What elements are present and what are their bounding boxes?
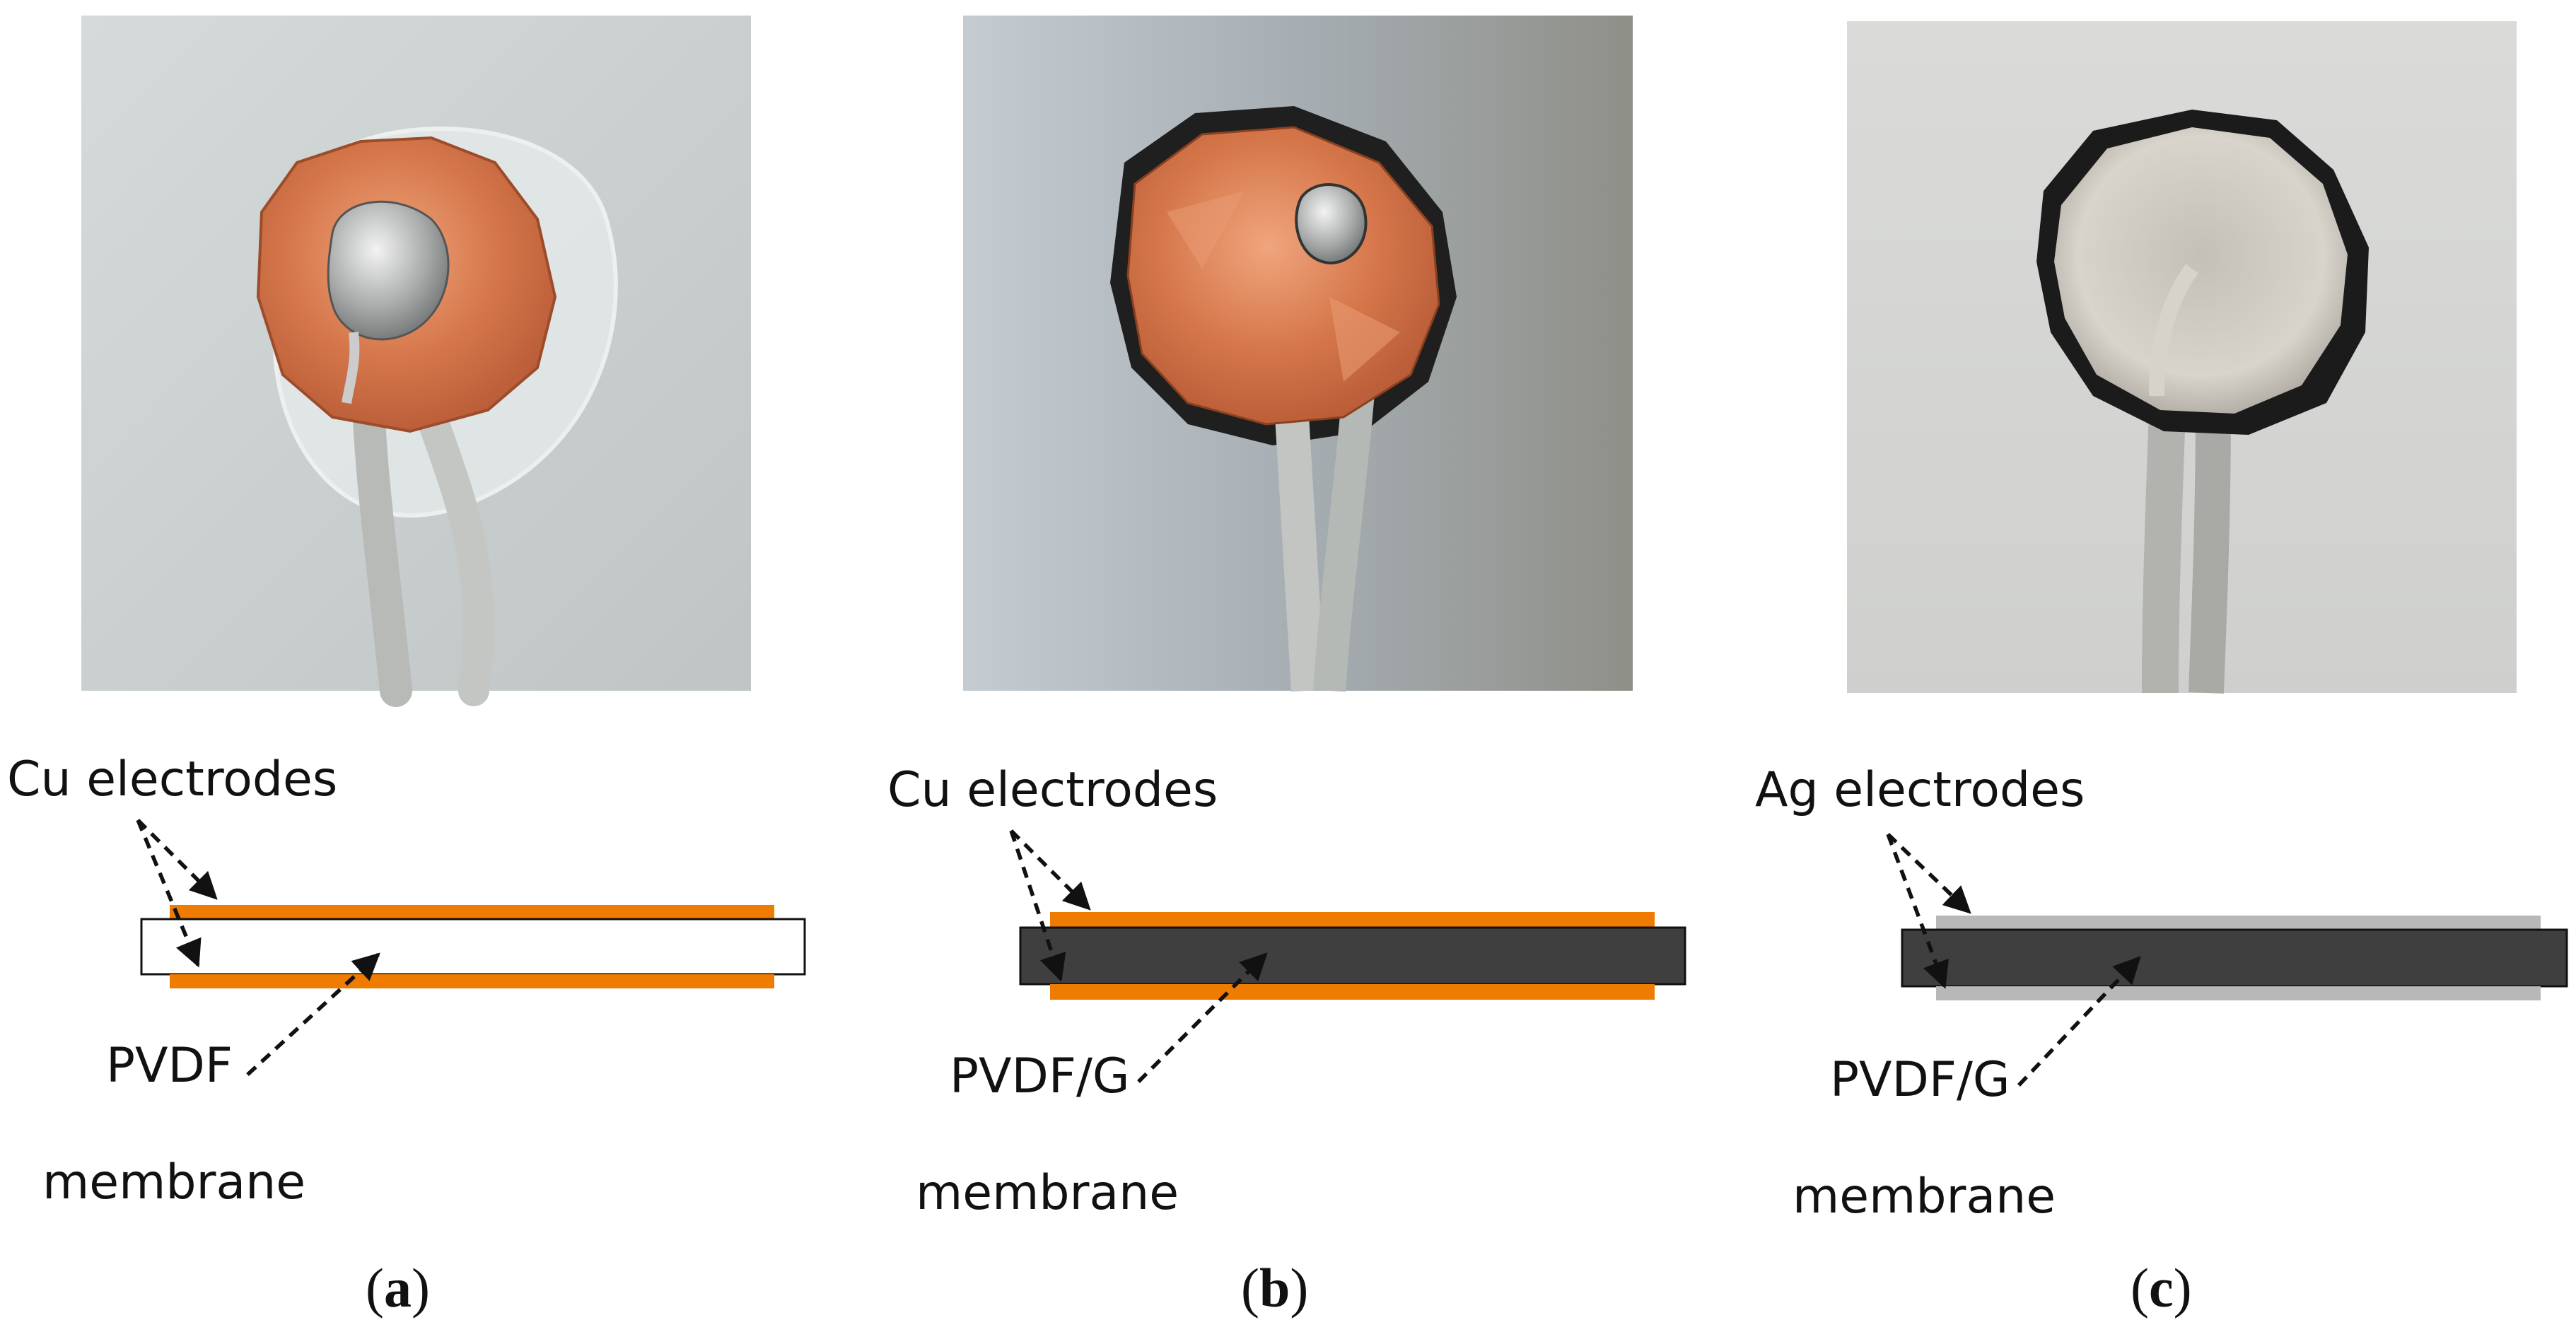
arrow-material-c bbox=[2017, 956, 2141, 1087]
arrow-electrode-bottom-c bbox=[1886, 834, 1949, 989]
schematic-c bbox=[1901, 916, 2568, 1000]
top-electrode-b bbox=[1050, 912, 1655, 928]
panel-a: Cu electrodes PVDF membrane (a) bbox=[7, 16, 806, 1319]
photo-c bbox=[1847, 21, 2517, 694]
photo-b bbox=[963, 16, 1633, 692]
arrow-electrode-top-c bbox=[1887, 833, 1971, 914]
arrow-material-b bbox=[1137, 952, 1268, 1083]
membrane-label-b: membrane bbox=[916, 1165, 1179, 1221]
material-label-c: PVDF/G bbox=[1830, 1052, 2010, 1108]
bottom-electrode-b bbox=[1050, 984, 1655, 1000]
membrane-label-a: membrane bbox=[42, 1155, 305, 1210]
membrane-layer-a bbox=[140, 918, 806, 976]
panel-c: Ag electrodes PVDF/G membrane (c) bbox=[1755, 21, 2568, 1319]
arrow-electrode-bottom-b bbox=[1009, 830, 1066, 982]
top-electrode-c bbox=[1936, 916, 2541, 930]
bottom-electrode-c bbox=[1936, 986, 2541, 1000]
arrow-electrode-bottom-a bbox=[136, 819, 202, 968]
material-label-b: PVDF/G bbox=[950, 1048, 1130, 1104]
caption-a: (a) bbox=[366, 1257, 430, 1319]
schematic-a bbox=[140, 905, 806, 988]
arrow-material-a bbox=[246, 952, 380, 1077]
electrodes-label-c: Ag electrodes bbox=[1755, 762, 2085, 818]
electrodes-label-a: Cu electrodes bbox=[7, 752, 337, 807]
arrow-electrode-top-a bbox=[136, 819, 218, 900]
top-electrode-a bbox=[170, 905, 774, 919]
material-label-a: PVDF bbox=[106, 1038, 233, 1094]
schematic-b bbox=[1019, 912, 1686, 1000]
caption-b: (b) bbox=[1241, 1257, 1308, 1319]
photo-a bbox=[81, 16, 751, 707]
electrodes-label-b: Cu electrodes bbox=[887, 762, 1218, 818]
caption-c: (c) bbox=[2131, 1257, 2192, 1319]
bottom-electrode-a bbox=[170, 974, 774, 988]
membrane-layer-b bbox=[1019, 926, 1686, 986]
panel-b: Cu electrodes PVDF/G membrane (b) bbox=[887, 16, 1686, 1319]
membrane-layer-c bbox=[1901, 928, 2568, 988]
membrane-label-c: membrane bbox=[1793, 1169, 2056, 1225]
